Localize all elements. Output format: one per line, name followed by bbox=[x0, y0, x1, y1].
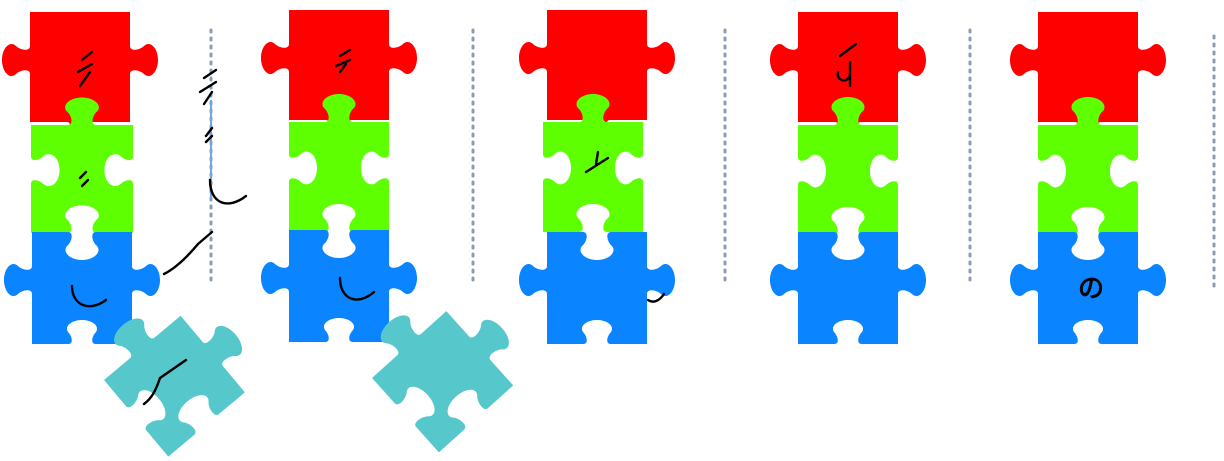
no-character: の bbox=[1078, 274, 1104, 304]
stroke-step-4 bbox=[164, 232, 212, 274]
column-5: の bbox=[1010, 12, 1166, 344]
column-2 bbox=[261, 10, 536, 452]
blue-piece bbox=[770, 232, 926, 344]
column-4 bbox=[770, 12, 926, 344]
column-1 bbox=[2, 12, 268, 457]
stroke-order-column bbox=[164, 30, 246, 286]
stroke-mark-3 bbox=[648, 294, 664, 302]
stroke-step-3 bbox=[210, 180, 246, 203]
blue-piece bbox=[519, 232, 675, 344]
column-3 bbox=[519, 10, 675, 344]
stroke-step-1 bbox=[200, 70, 216, 104]
